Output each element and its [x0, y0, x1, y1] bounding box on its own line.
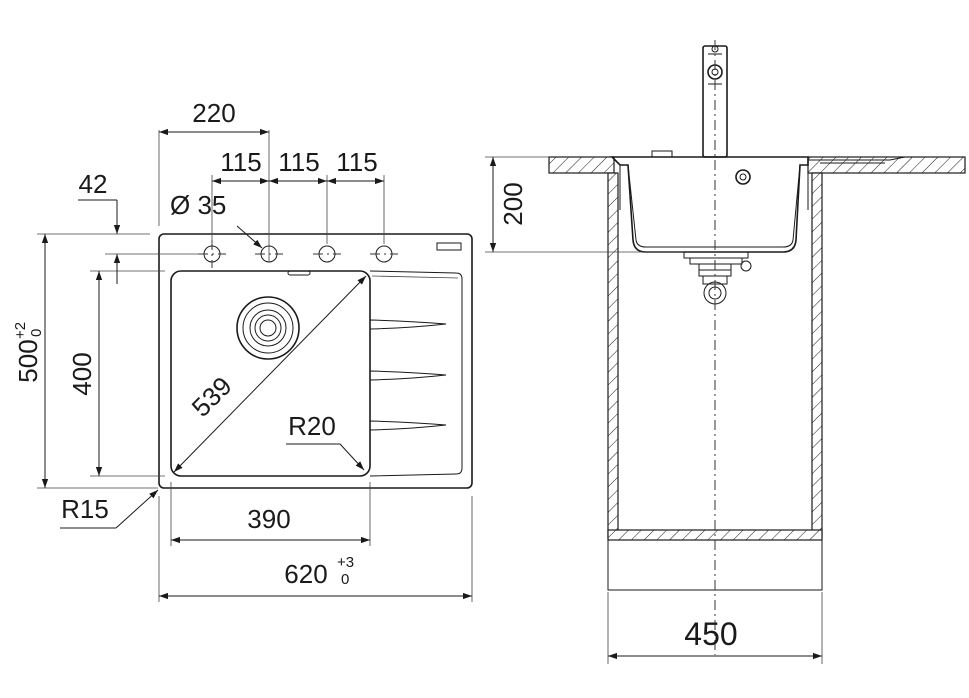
dim-label-400: 400: [67, 352, 97, 395]
dim-label-620: 620: [284, 559, 327, 589]
radius-label-r15: R15: [61, 494, 109, 524]
dim-label-450: 450: [684, 616, 737, 652]
dim-500-tol-lower: 0: [28, 329, 45, 337]
dim-label-42: 42: [79, 169, 108, 199]
dim-label-200: 200: [498, 182, 528, 225]
countertop-right: [807, 156, 966, 174]
dim-620-tol-upper: +3: [337, 554, 354, 571]
dim-label-115-b: 115: [278, 147, 319, 177]
sink-outline: [158, 233, 473, 489]
extension-lines: [37, 130, 473, 602]
drain-strainer: [236, 296, 300, 360]
top-view: 220 115 115 115 42 Ø 35 500 +2 0 400: [12, 98, 473, 602]
dim-label-390: 390: [247, 504, 290, 534]
radius-leader-r20: [339, 443, 365, 471]
cabinet-wall-right: [811, 172, 823, 539]
dim-620-tol-lower: 0: [341, 571, 349, 588]
waste-fitting: [683, 251, 752, 305]
overflow-slot: [287, 270, 311, 276]
dim-label-220: 220: [192, 98, 235, 128]
cabinet-wall-left: [607, 172, 619, 539]
radius-label-r20: R20: [288, 411, 336, 441]
dim-line-539: [173, 275, 367, 473]
side-view: 200 450: [485, 40, 966, 664]
dim-500-tol-upper: +2: [12, 322, 29, 339]
dim-label-500: 500: [13, 339, 43, 382]
drainer-ribs: [369, 319, 447, 431]
hole-leader: [236, 225, 263, 249]
hole-diameter-label: Ø 35: [170, 190, 226, 220]
tap-holes: [198, 240, 398, 268]
brand-plate: [436, 242, 462, 251]
countertop-left: [548, 156, 615, 174]
radius-leader-r15: [115, 489, 159, 529]
dim-label-115-c: 115: [336, 147, 377, 177]
drainer-outline: [369, 270, 463, 477]
dim-label-115-a: 115: [220, 147, 261, 177]
